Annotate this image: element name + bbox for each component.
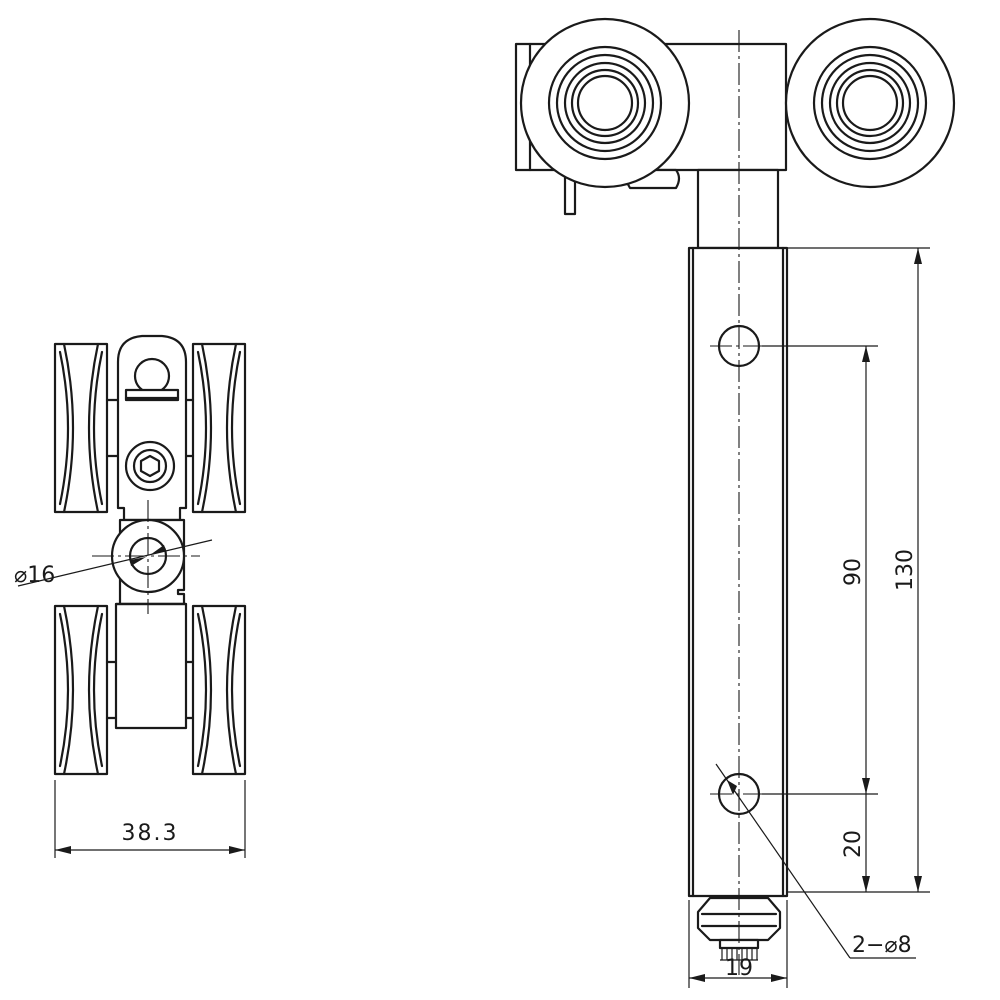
bottom-offset-label: 20 [841,830,866,858]
hole-spacing-dimension: 90 [841,346,870,794]
stem [696,168,780,250]
wheel-top-left [53,342,109,514]
wheel-top-right [191,342,247,514]
end-view: ⌀16 38.3 [14,334,247,858]
holes-label: 2−⌀8 [852,933,912,958]
hanger-bracket [687,246,789,898]
hole-spacing-label: 90 [841,558,866,586]
bracket-width-dimension: 19 [688,900,788,988]
bore-dimension: ⌀16 [14,539,213,588]
bracket-width-label: 19 [725,956,753,981]
extension-lines [762,247,930,893]
bottom-offset-dimension: 20 [841,794,870,892]
wheel-bottom-right [191,604,247,776]
bore-diameter-label: ⌀16 [14,563,55,588]
overall-width-label: 38.3 [122,821,179,846]
wheel-side-right [784,17,956,189]
bracket-length-label: 130 [893,549,918,591]
side-view: 130 90 20 2−⌀8 19 [514,17,956,988]
length-dimension: 130 [893,248,922,892]
central-body [92,334,200,730]
width-dimension: 38.3 [54,780,246,858]
wheel-side-left [519,17,691,189]
wheel-bottom-left [53,604,109,776]
holes-dimension: 2−⌀8 [715,763,916,959]
